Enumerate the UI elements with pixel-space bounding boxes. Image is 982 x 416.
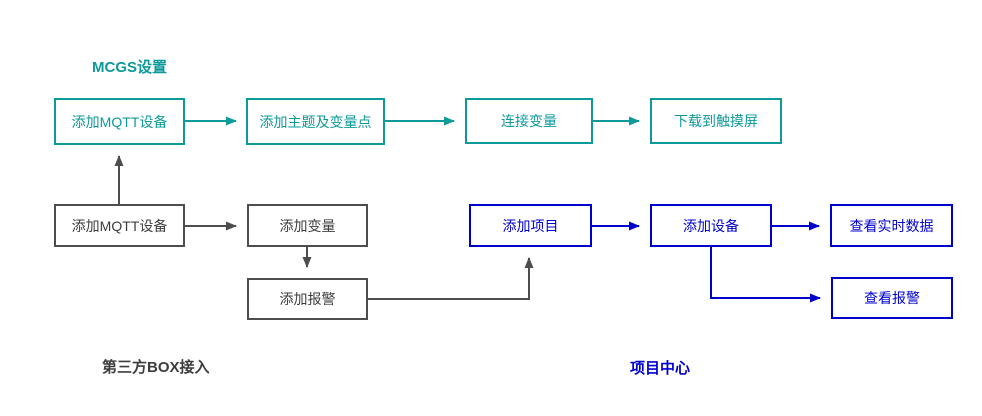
node-mcgs-add-mqtt-device: 添加MQTT设备 [54,98,185,145]
section-title-mcgs: MCGS设置 [92,59,168,76]
section-title-project-center: 项目中心 [630,360,691,377]
arrow-add-device-to-view-alarm [710,247,821,303]
arrow-add-alarm-to-add-project [368,257,534,300]
node-mcgs-download-touchscreen: 下载到触摸屏 [650,98,782,144]
node-project-add-project: 添加项目 [469,204,592,247]
node-mcgs-add-topic-variables: 添加主题及变量点 [246,98,385,145]
node-project-view-alarm: 查看报警 [831,277,953,319]
node-project-view-realtime-data: 查看实时数据 [830,204,953,247]
node-box-add-mqtt-device: 添加MQTT设备 [54,204,185,247]
node-box-add-variable: 添加变量 [247,204,368,247]
node-mcgs-link-variable: 连接变量 [465,98,593,144]
section-title-third-party-box: 第三方BOX接入 [102,359,210,376]
node-project-add-device: 添加设备 [650,204,772,247]
node-box-add-alarm: 添加报警 [247,278,368,320]
